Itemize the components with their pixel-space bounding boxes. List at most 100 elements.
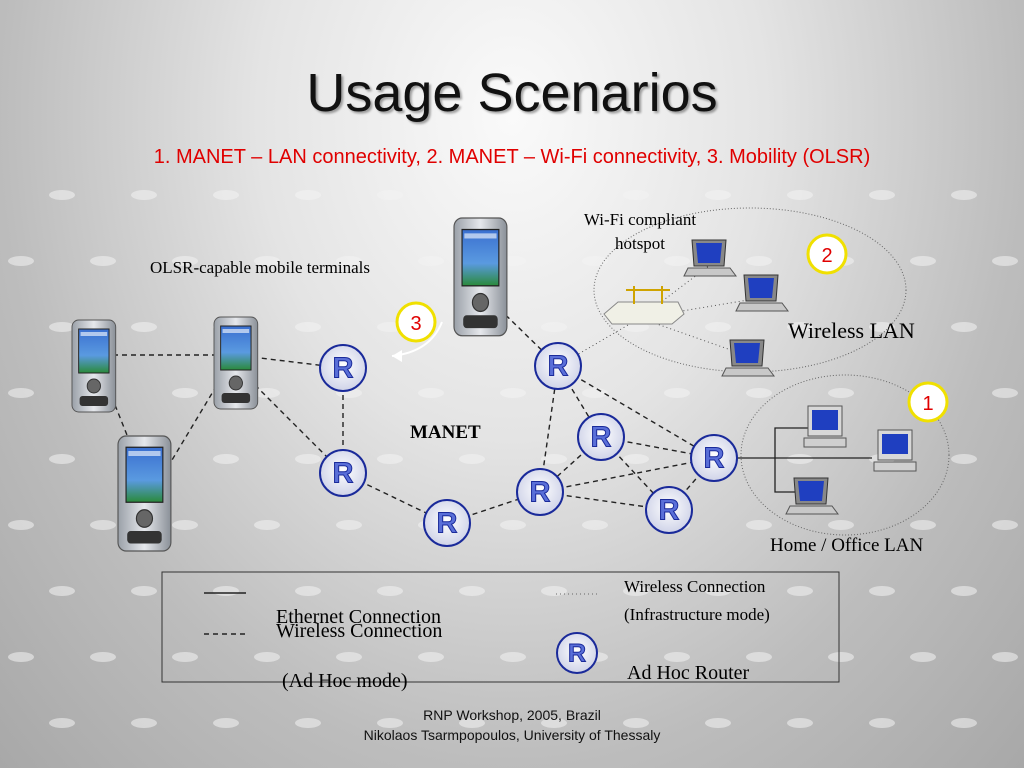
background-dot — [787, 322, 813, 332]
page-subtitle: 1. MANET – LAN connectivity, 2. MANET – … — [153, 146, 871, 168]
legend-router-icon: R — [556, 632, 598, 674]
background-dot — [787, 718, 813, 728]
legend-adhoc-label-line1: Wireless Connection — [276, 620, 443, 642]
background-dot — [131, 718, 157, 728]
page-title: Usage Scenarios — [306, 63, 718, 123]
label-wifi-hotspot-line1: Wi-Fi compliant — [583, 210, 697, 229]
background-dot — [172, 388, 198, 398]
background-dot — [869, 586, 895, 596]
scenario-marker-2: 2 — [806, 233, 848, 275]
legend-router-label: Ad Hoc Router — [627, 662, 750, 684]
background-dot — [377, 586, 403, 596]
background-dot — [213, 718, 239, 728]
background-dot — [582, 520, 608, 530]
pda-terminal-1 — [71, 319, 117, 413]
background-dot — [746, 520, 772, 530]
laptop-4 — [785, 477, 839, 515]
legend-box — [161, 571, 840, 683]
label-wifi-hotspot-line2: hotspot — [614, 234, 666, 253]
svg-text:1: 1 — [922, 393, 933, 415]
router-letter: R — [333, 458, 354, 490]
background-dot — [992, 388, 1018, 398]
footer-line2: Nikolaos Tsarmpopoulos, University of Th… — [363, 727, 661, 743]
background-dot — [787, 190, 813, 200]
background-dot — [254, 388, 280, 398]
background-dot — [705, 322, 731, 332]
background-dot — [500, 520, 526, 530]
adhoc-router-3: R — [577, 413, 625, 461]
background-dot — [90, 520, 116, 530]
background-dot — [541, 454, 567, 464]
background-dot — [623, 454, 649, 464]
router-letter: R — [659, 495, 680, 527]
background-dot — [951, 718, 977, 728]
legend-infra-label-line1: Wireless Connection — [624, 577, 766, 596]
background-dot — [705, 586, 731, 596]
background-dot — [336, 256, 362, 266]
background-dot — [295, 718, 321, 728]
router-letter: R — [704, 443, 725, 475]
router-letter: R — [333, 353, 354, 385]
background-dot — [869, 190, 895, 200]
background-dot — [131, 190, 157, 200]
router-letter: R — [548, 351, 569, 383]
background-dot — [910, 652, 936, 662]
background-dot — [459, 190, 485, 200]
background-dot — [992, 652, 1018, 662]
background-dot — [541, 718, 567, 728]
laptop-3 — [721, 339, 775, 377]
background-dot — [828, 520, 854, 530]
background-dot — [8, 388, 34, 398]
background-dot — [705, 190, 731, 200]
background-dot — [541, 190, 567, 200]
background-dot — [418, 256, 444, 266]
scenario-marker-1: 1 — [907, 381, 949, 423]
background-dot — [869, 718, 895, 728]
background-dot — [787, 454, 813, 464]
background-dot — [910, 520, 936, 530]
background-dot — [623, 718, 649, 728]
legend-adhoc-label-line2: (Ad Hoc mode) — [282, 670, 408, 692]
footer-line1: RNP Workshop, 2005, Brazil — [423, 707, 601, 723]
label-olsr-terminals: OLSR-capable mobile terminals — [150, 258, 370, 277]
background-dot — [336, 652, 362, 662]
background-dot — [500, 388, 526, 398]
background-dot — [951, 322, 977, 332]
background-dot — [172, 652, 198, 662]
adhoc-router-6: R — [516, 468, 564, 516]
background-dot — [992, 256, 1018, 266]
background-dot — [131, 322, 157, 332]
background-dot — [541, 322, 567, 332]
background-dot — [49, 322, 75, 332]
router-letter: R — [530, 477, 551, 509]
background-dot — [254, 256, 280, 266]
label-wifi-hotspot: Wi-Fi compliant hotspot — [560, 208, 720, 256]
svg-text:3: 3 — [410, 313, 421, 335]
background-dot — [828, 652, 854, 662]
scenario-marker-3: 3 — [395, 301, 437, 343]
adhoc-router-8: R — [423, 499, 471, 547]
label-home-office-lan: Home / Office LAN — [770, 535, 924, 556]
desktop-2 — [873, 429, 917, 472]
background-dot — [90, 256, 116, 266]
background-dot — [828, 388, 854, 398]
background-dot — [459, 586, 485, 596]
ethernet-links — [735, 427, 872, 493]
background-dot — [746, 256, 772, 266]
background-dot — [418, 388, 444, 398]
adhoc-router-7: R — [645, 486, 693, 534]
router-letter: R — [591, 422, 612, 454]
background-dot — [664, 652, 690, 662]
background-dot — [254, 520, 280, 530]
wifi-access-point — [603, 286, 685, 325]
wireless-lan-region — [593, 207, 907, 373]
background-dot — [623, 190, 649, 200]
background-dot — [541, 586, 567, 596]
background-dot — [418, 652, 444, 662]
pda-terminal-2 — [213, 316, 259, 410]
background-dot — [992, 520, 1018, 530]
background-dot — [336, 520, 362, 530]
background-dot — [213, 190, 239, 200]
background-dot — [254, 652, 280, 662]
